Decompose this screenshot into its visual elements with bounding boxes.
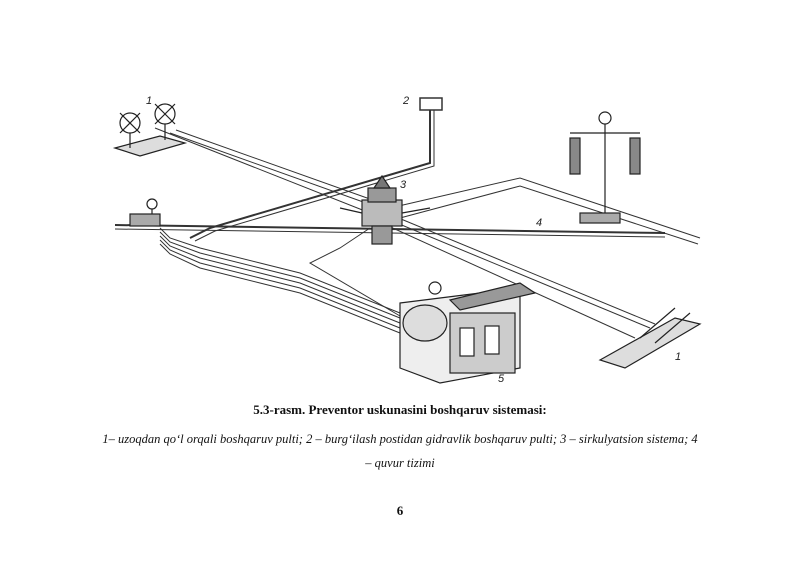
remote-panel-right — [598, 307, 702, 369]
remote-panel-left — [112, 103, 188, 157]
page-number: 6 — [396, 503, 404, 518]
figure-caption-title: 5.3-rasm. Preventor uskunasini boshqaruv… — [253, 402, 547, 417]
manifold-right — [569, 111, 641, 224]
label-remote-panel-right: 1 — [675, 351, 681, 363]
control-unit — [399, 281, 537, 384]
label-remote-panel-left: 1 — [146, 95, 152, 107]
figure-caption-body: 1– uzoqdan qo‘l orqali boshqaruv pulti; … — [102, 432, 698, 470]
preventer-control-diagram: 1 2 3 4 5 1 — [100, 88, 720, 393]
label-circulation-system: 3 — [400, 179, 407, 191]
diagram-svg: 1 2 3 4 5 1 — [112, 95, 702, 385]
label-control-unit: 5 — [498, 373, 505, 385]
manifold-left — [129, 198, 161, 227]
label-pipe-system: 4 — [536, 217, 542, 229]
label-driller-panel: 2 — [402, 95, 409, 107]
bop-stack — [339, 174, 431, 245]
